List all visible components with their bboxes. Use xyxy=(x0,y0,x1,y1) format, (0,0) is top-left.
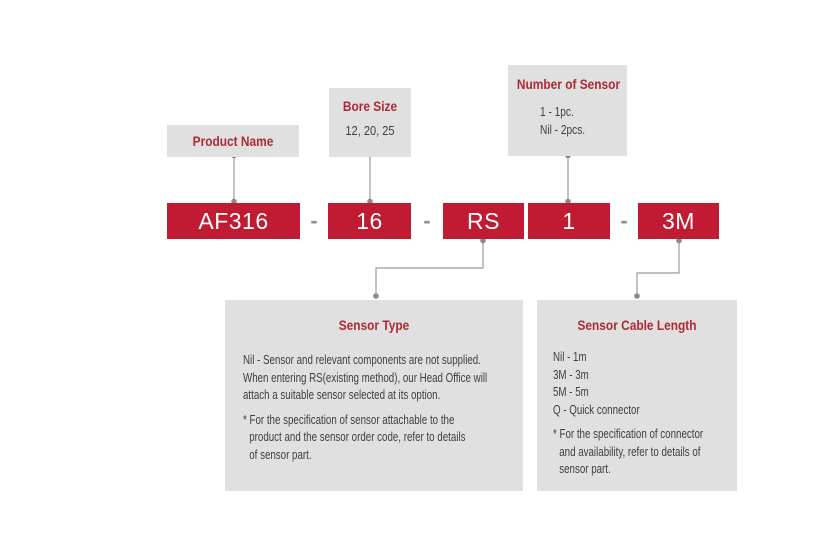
code-separator: - xyxy=(620,208,628,233)
note-line: and availability, refer to details of xyxy=(559,444,701,459)
sensor-type-note: * For the specification of sensor attach… xyxy=(243,412,505,465)
option-item: 5M - 5m xyxy=(553,385,589,399)
callout-bore-size: Bore Size 12, 20, 25 xyxy=(329,88,411,157)
option-item: Nil - 1m xyxy=(553,350,587,364)
connector-dot xyxy=(373,293,379,299)
code-box-number-of-sensor: 1 xyxy=(528,203,610,239)
description-line: When entering RS(existing method), our H… xyxy=(243,370,488,385)
callout-number-of-sensor-title: Number of Sensor xyxy=(516,76,621,92)
callout-product-name: Product Name xyxy=(167,125,299,157)
option-item: Q - Quick connector xyxy=(553,402,640,417)
connector-sensor-cable-length xyxy=(636,240,680,296)
note-line: * For the specification of sensor attach… xyxy=(243,412,455,427)
callout-bore-size-title: Bore Size xyxy=(342,98,398,114)
code-box-sensor-cable-length: 3M xyxy=(638,203,719,239)
code-segment-label: 16 xyxy=(356,207,383,234)
code-separator: - xyxy=(310,208,318,233)
callout-sensor-cable-length-title: Sensor Cable Length xyxy=(577,317,697,333)
note-line: product and the sensor order code, refer… xyxy=(249,430,466,444)
number-of-sensor-options: 1 - 1pc. Nil - 2pcs. xyxy=(508,103,627,139)
description-line: attach a suitable sensor selected at its… xyxy=(243,388,441,402)
connector-dot xyxy=(634,293,640,299)
option-item: 1 - 1pc. xyxy=(540,104,574,119)
connector-sensor-type xyxy=(375,240,484,296)
code-box-product-name: AF316 xyxy=(167,203,300,239)
code-separator: - xyxy=(423,208,431,233)
callout-sensor-type-title: Sensor Type xyxy=(338,317,410,333)
note-line: sensor part. xyxy=(559,462,611,476)
code-segment-label: RS xyxy=(467,207,500,234)
note-line: of sensor part. xyxy=(249,447,312,462)
cable-length-options: Nil - 1m 3M - 3m 5M - 5m Q - Quick conne… xyxy=(553,349,721,419)
callout-product-name-title: Product Name xyxy=(192,133,274,149)
option-item: 3M - 3m xyxy=(553,367,589,382)
cable-length-note: * For the specification of connector and… xyxy=(553,426,721,479)
code-segment-label: 1 xyxy=(562,207,576,234)
code-segment-label: AF316 xyxy=(198,207,269,234)
option-item: Nil - 2pcs. xyxy=(540,122,586,137)
bore-size-values: 12, 20, 25 xyxy=(345,123,395,138)
sensor-type-description: Nil - Sensor and relevant components are… xyxy=(243,352,505,405)
callout-number-of-sensor: Number of Sensor 1 - 1pc. Nil - 2pcs. xyxy=(508,65,627,156)
code-box-sensor-type: RS xyxy=(443,203,524,239)
note-line: * For the specification of connector xyxy=(553,427,704,441)
callout-sensor-type: Sensor Type Nil - Sensor and relevant co… xyxy=(225,300,523,491)
description-line: Nil - Sensor and relevant components are… xyxy=(243,353,481,367)
code-segment-label: 3M xyxy=(662,207,695,234)
code-box-bore-size: 16 xyxy=(328,203,411,239)
callout-sensor-cable-length: Sensor Cable Length Nil - 1m 3M - 3m 5M … xyxy=(537,300,737,491)
